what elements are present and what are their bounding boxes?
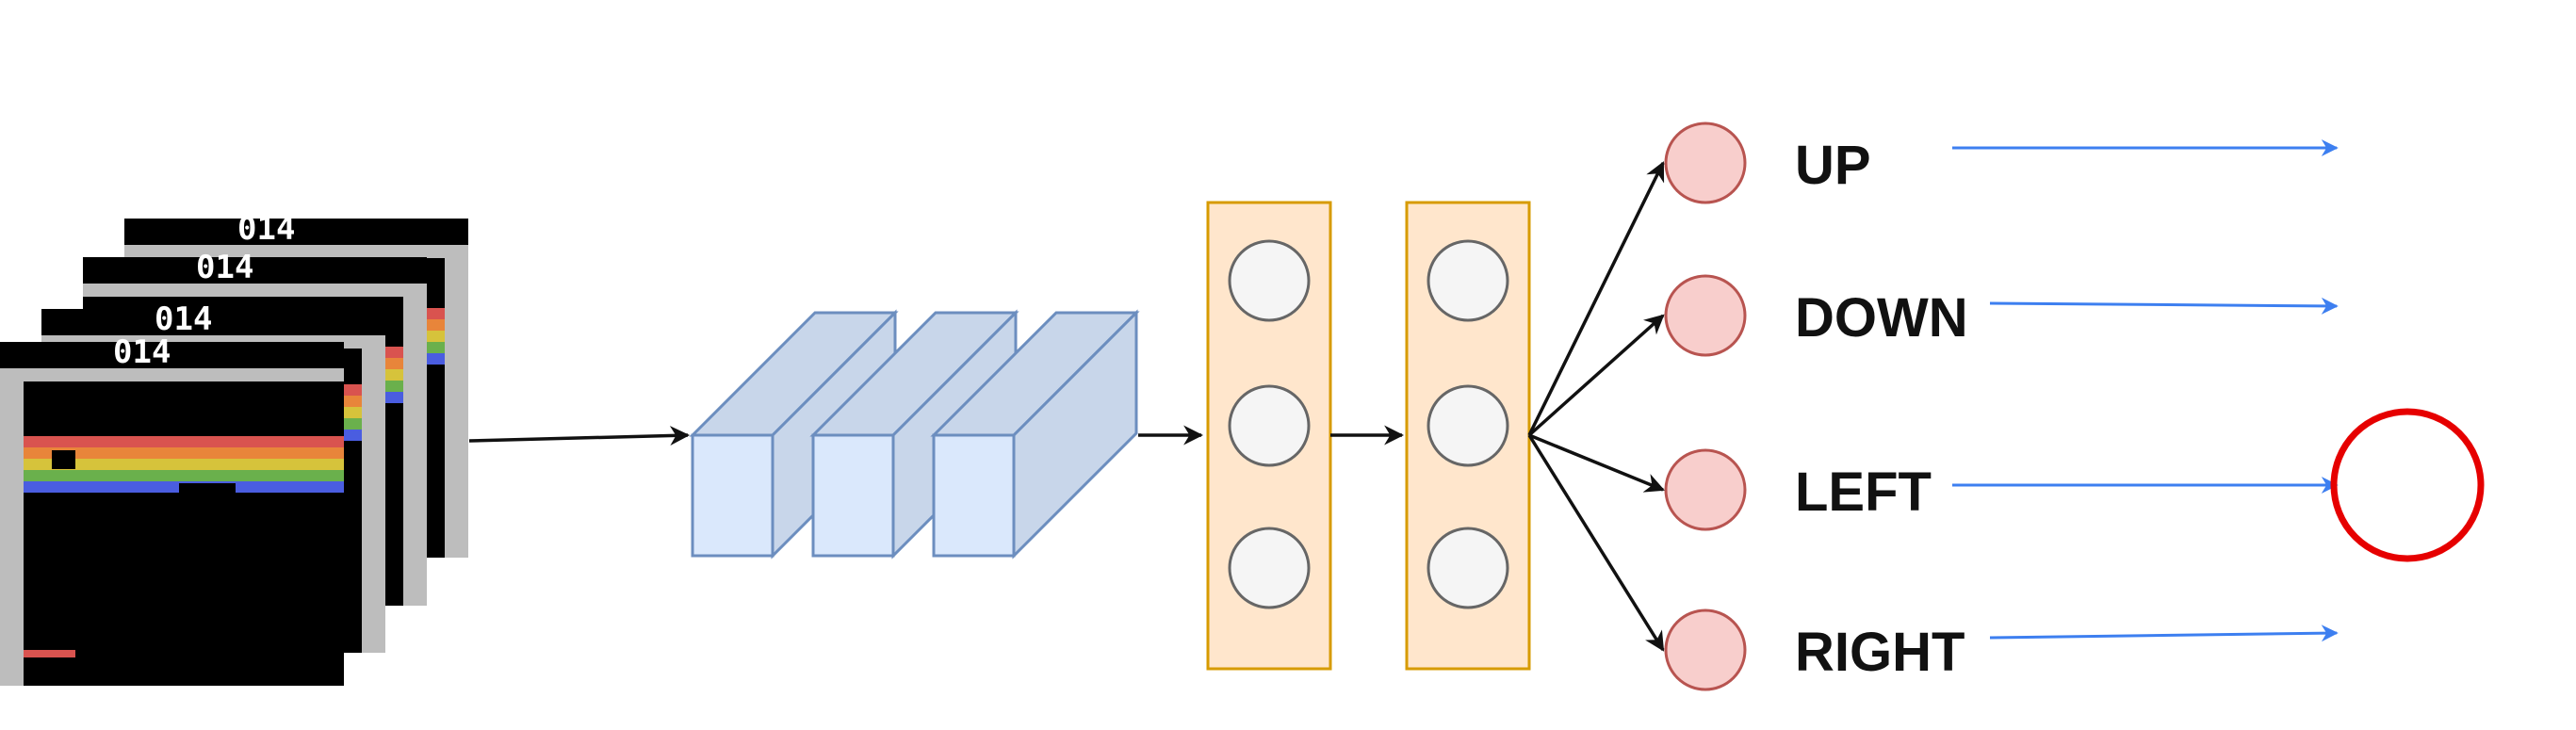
neuron xyxy=(1427,527,1509,609)
output-neuron xyxy=(1664,122,1747,204)
brick-row xyxy=(426,331,449,342)
output-left: LEFT xyxy=(1528,433,2339,531)
output-up: UP xyxy=(1527,122,2339,436)
action-label: RIGHT xyxy=(1795,622,1965,683)
brick-row xyxy=(384,381,408,392)
output-down: DOWN xyxy=(1527,274,2339,437)
q-value-arrow xyxy=(1989,625,2339,642)
conv-block xyxy=(930,309,1140,560)
neuron xyxy=(1427,239,1509,322)
brick-row xyxy=(426,353,449,365)
brick-row xyxy=(343,418,367,430)
q-value-arrow xyxy=(1989,297,2339,315)
conv-front-face xyxy=(932,433,1016,558)
brick-row xyxy=(384,369,408,381)
dense-layers xyxy=(1206,201,1531,671)
neuron xyxy=(1228,527,1311,609)
brick-row xyxy=(384,392,408,403)
brick-row xyxy=(384,347,408,358)
brick-row xyxy=(24,459,344,470)
output-right: RIGHT xyxy=(1527,434,2339,691)
fan-arrow xyxy=(1527,314,1665,437)
fan-arrow xyxy=(1527,434,1665,652)
action-label: DOWN xyxy=(1795,287,1968,349)
brick-row xyxy=(24,436,344,447)
brick-row xyxy=(343,407,367,418)
neuron xyxy=(1228,239,1311,322)
score-text: 014 xyxy=(155,300,212,338)
brick-row xyxy=(384,358,408,369)
brick-row xyxy=(24,470,344,481)
conv-front-face xyxy=(691,433,774,558)
brick-row xyxy=(426,342,449,353)
output-neuron xyxy=(1664,448,1747,531)
brick-row xyxy=(24,447,344,459)
score-text: 014 xyxy=(113,333,171,371)
output-neuron xyxy=(1664,274,1747,357)
neuron xyxy=(1427,384,1509,467)
dense-layer xyxy=(1405,201,1531,671)
game-frame-front: 014 xyxy=(0,333,344,686)
conv-front-face xyxy=(811,433,895,558)
input-to-conv-arrow xyxy=(468,425,691,446)
fan-arrow xyxy=(1527,161,1665,436)
score-text: 014 xyxy=(237,210,295,248)
action-label: UP xyxy=(1795,135,1871,196)
output-layer: UP DOWN LEFT RIGHT xyxy=(1527,122,2339,691)
brick-row xyxy=(426,308,449,319)
conv-layers xyxy=(689,309,1140,560)
action-label: LEFT xyxy=(1795,462,1932,523)
selected-action-highlight xyxy=(2330,408,2485,562)
input-frame-stack: 014 014 014 014 xyxy=(0,210,468,686)
score-text: 014 xyxy=(196,249,253,286)
output-neuron xyxy=(1664,608,1747,691)
brick-row xyxy=(343,396,367,407)
brick-row xyxy=(426,319,449,331)
brick-row xyxy=(343,384,367,396)
neuron xyxy=(1228,384,1311,467)
dense-layer xyxy=(1206,201,1332,671)
brick-row xyxy=(343,430,367,441)
fan-arrow xyxy=(1528,433,1665,493)
